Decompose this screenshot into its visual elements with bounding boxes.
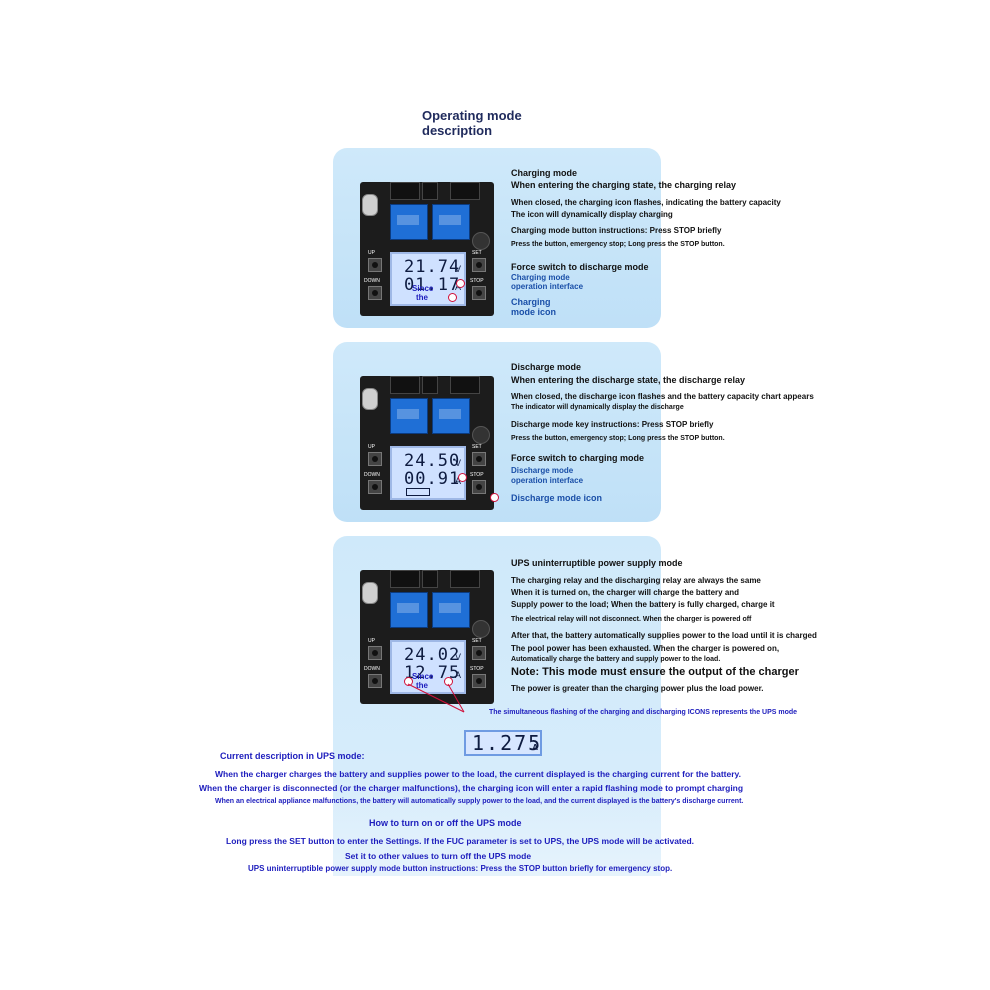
stop-button[interactable] (472, 674, 486, 688)
callout-line (407, 683, 465, 713)
down-label: DOWN (364, 666, 380, 672)
lcd-current: 00.91 (404, 469, 461, 489)
up-button[interactable] (368, 646, 382, 660)
discharge-board-image: UP DOWN SET STOP 24.50 V 00.91 A (360, 376, 494, 510)
ups-note: Note: This mode must ensure the output o… (511, 666, 799, 678)
up-button[interactable] (368, 258, 382, 272)
callout-marker (404, 677, 413, 686)
page-title: Operating mode description (422, 108, 522, 138)
current-lcd-value: 1.275 (472, 731, 543, 755)
capacitor (362, 582, 378, 604)
charging-heading: Charging mode (511, 168, 578, 178)
discharging-relay (432, 398, 470, 434)
lcd-display: 24.02 V 12.75 A Since the (390, 640, 466, 694)
howto-line: UPS uninterruptible power supply mode bu… (248, 864, 673, 873)
up-label: UP (368, 250, 375, 256)
lcd-display: 24.50 V 00.91 A (390, 446, 466, 500)
discharging-relay (432, 592, 470, 628)
discharge-heading: Discharge mode (511, 362, 582, 372)
down-button[interactable] (368, 674, 382, 688)
set-label: SET (472, 444, 482, 450)
lcd-voltage: 24.02 (404, 645, 461, 665)
set-button[interactable] (472, 646, 486, 660)
callout-lines (407, 683, 465, 713)
terminal-block (422, 182, 438, 200)
charging-board-image: UP DOWN SET STOP 21.74 V 01.17 A Since t… (360, 182, 494, 316)
callout-mode-icon: Charging (511, 297, 551, 307)
capacitor (362, 194, 378, 216)
overlay-text: Since the (412, 672, 434, 690)
buzzer (472, 232, 490, 250)
lcd-unit-a: A (454, 670, 461, 680)
callout-operation-interface: Discharge mode (511, 466, 574, 475)
current-description-line: When the charger charges the battery and… (215, 769, 741, 779)
discharging-relay (432, 204, 470, 240)
battery-bar-icon (406, 488, 430, 496)
callout-mode-icon: Discharge mode icon (511, 493, 603, 503)
lcd-display: 21.74 V 01.17 A Since the (390, 252, 466, 306)
set-button[interactable] (472, 258, 486, 272)
current-lcd-unit: A (532, 743, 538, 752)
terminal-block (450, 376, 480, 394)
down-label: DOWN (364, 278, 380, 284)
terminal-block (390, 570, 420, 588)
title-line-2: description (422, 123, 493, 138)
callout-operation-interface: Charging mode (511, 273, 570, 282)
lcd-current: 01.17 (404, 275, 461, 295)
terminal-block (450, 570, 480, 588)
howto-title: How to turn on or off the UPS mode (369, 818, 522, 828)
terminal-block (390, 182, 420, 200)
terminal-block (390, 376, 420, 394)
callout-marker (458, 473, 467, 482)
title-line-1: Operating mode (422, 108, 522, 123)
lcd-voltage: 21.74 (404, 257, 461, 277)
lcd-unit-v: V (454, 652, 461, 662)
current-description-title: Current description in UPS mode: (220, 751, 365, 761)
terminal-block (422, 570, 438, 588)
stop-label: STOP (470, 472, 484, 478)
capacitor (362, 388, 378, 410)
howto-line: Set it to other values to turn off the U… (345, 851, 532, 861)
current-lcd-display: 1.275 A (464, 730, 542, 756)
lcd-unit-v: V (454, 458, 461, 468)
down-label: DOWN (364, 472, 380, 478)
buzzer (472, 426, 490, 444)
set-label: SET (472, 638, 482, 644)
terminal-block (450, 182, 480, 200)
callout-marker (456, 279, 465, 288)
buzzer (472, 620, 490, 638)
callout-line (447, 683, 465, 713)
stop-label: STOP (470, 278, 484, 284)
current-description-line: When an electrical appliance malfunction… (215, 798, 744, 805)
down-button[interactable] (368, 286, 382, 300)
ups-flash-note: The simultaneous flashing of the chargin… (489, 709, 798, 716)
charging-relay (390, 592, 428, 628)
ups-heading: UPS uninterruptible power supply mode (511, 558, 683, 568)
overlay-text: Since the (412, 284, 434, 302)
terminal-block (422, 376, 438, 394)
stop-label: STOP (470, 666, 484, 672)
callout-marker (490, 493, 499, 502)
stop-button[interactable] (472, 286, 486, 300)
down-button[interactable] (368, 480, 382, 494)
stop-button[interactable] (472, 480, 486, 494)
charging-relay (390, 398, 428, 434)
set-button[interactable] (472, 452, 486, 466)
up-label: UP (368, 638, 375, 644)
lcd-unit-a: A (454, 476, 461, 486)
callout-marker (448, 293, 457, 302)
howto-line: Long press the SET button to enter the S… (226, 836, 695, 846)
up-label: UP (368, 444, 375, 450)
lcd-unit-v: V (454, 264, 461, 274)
ups-board-image: UP DOWN SET STOP 24.02 V 12.75 A Since t… (360, 570, 494, 704)
charging-relay (390, 204, 428, 240)
lcd-voltage: 24.50 (404, 451, 461, 471)
current-description-line: When the charger is disconnected (or the… (199, 783, 744, 793)
set-label: SET (472, 250, 482, 256)
up-button[interactable] (368, 452, 382, 466)
